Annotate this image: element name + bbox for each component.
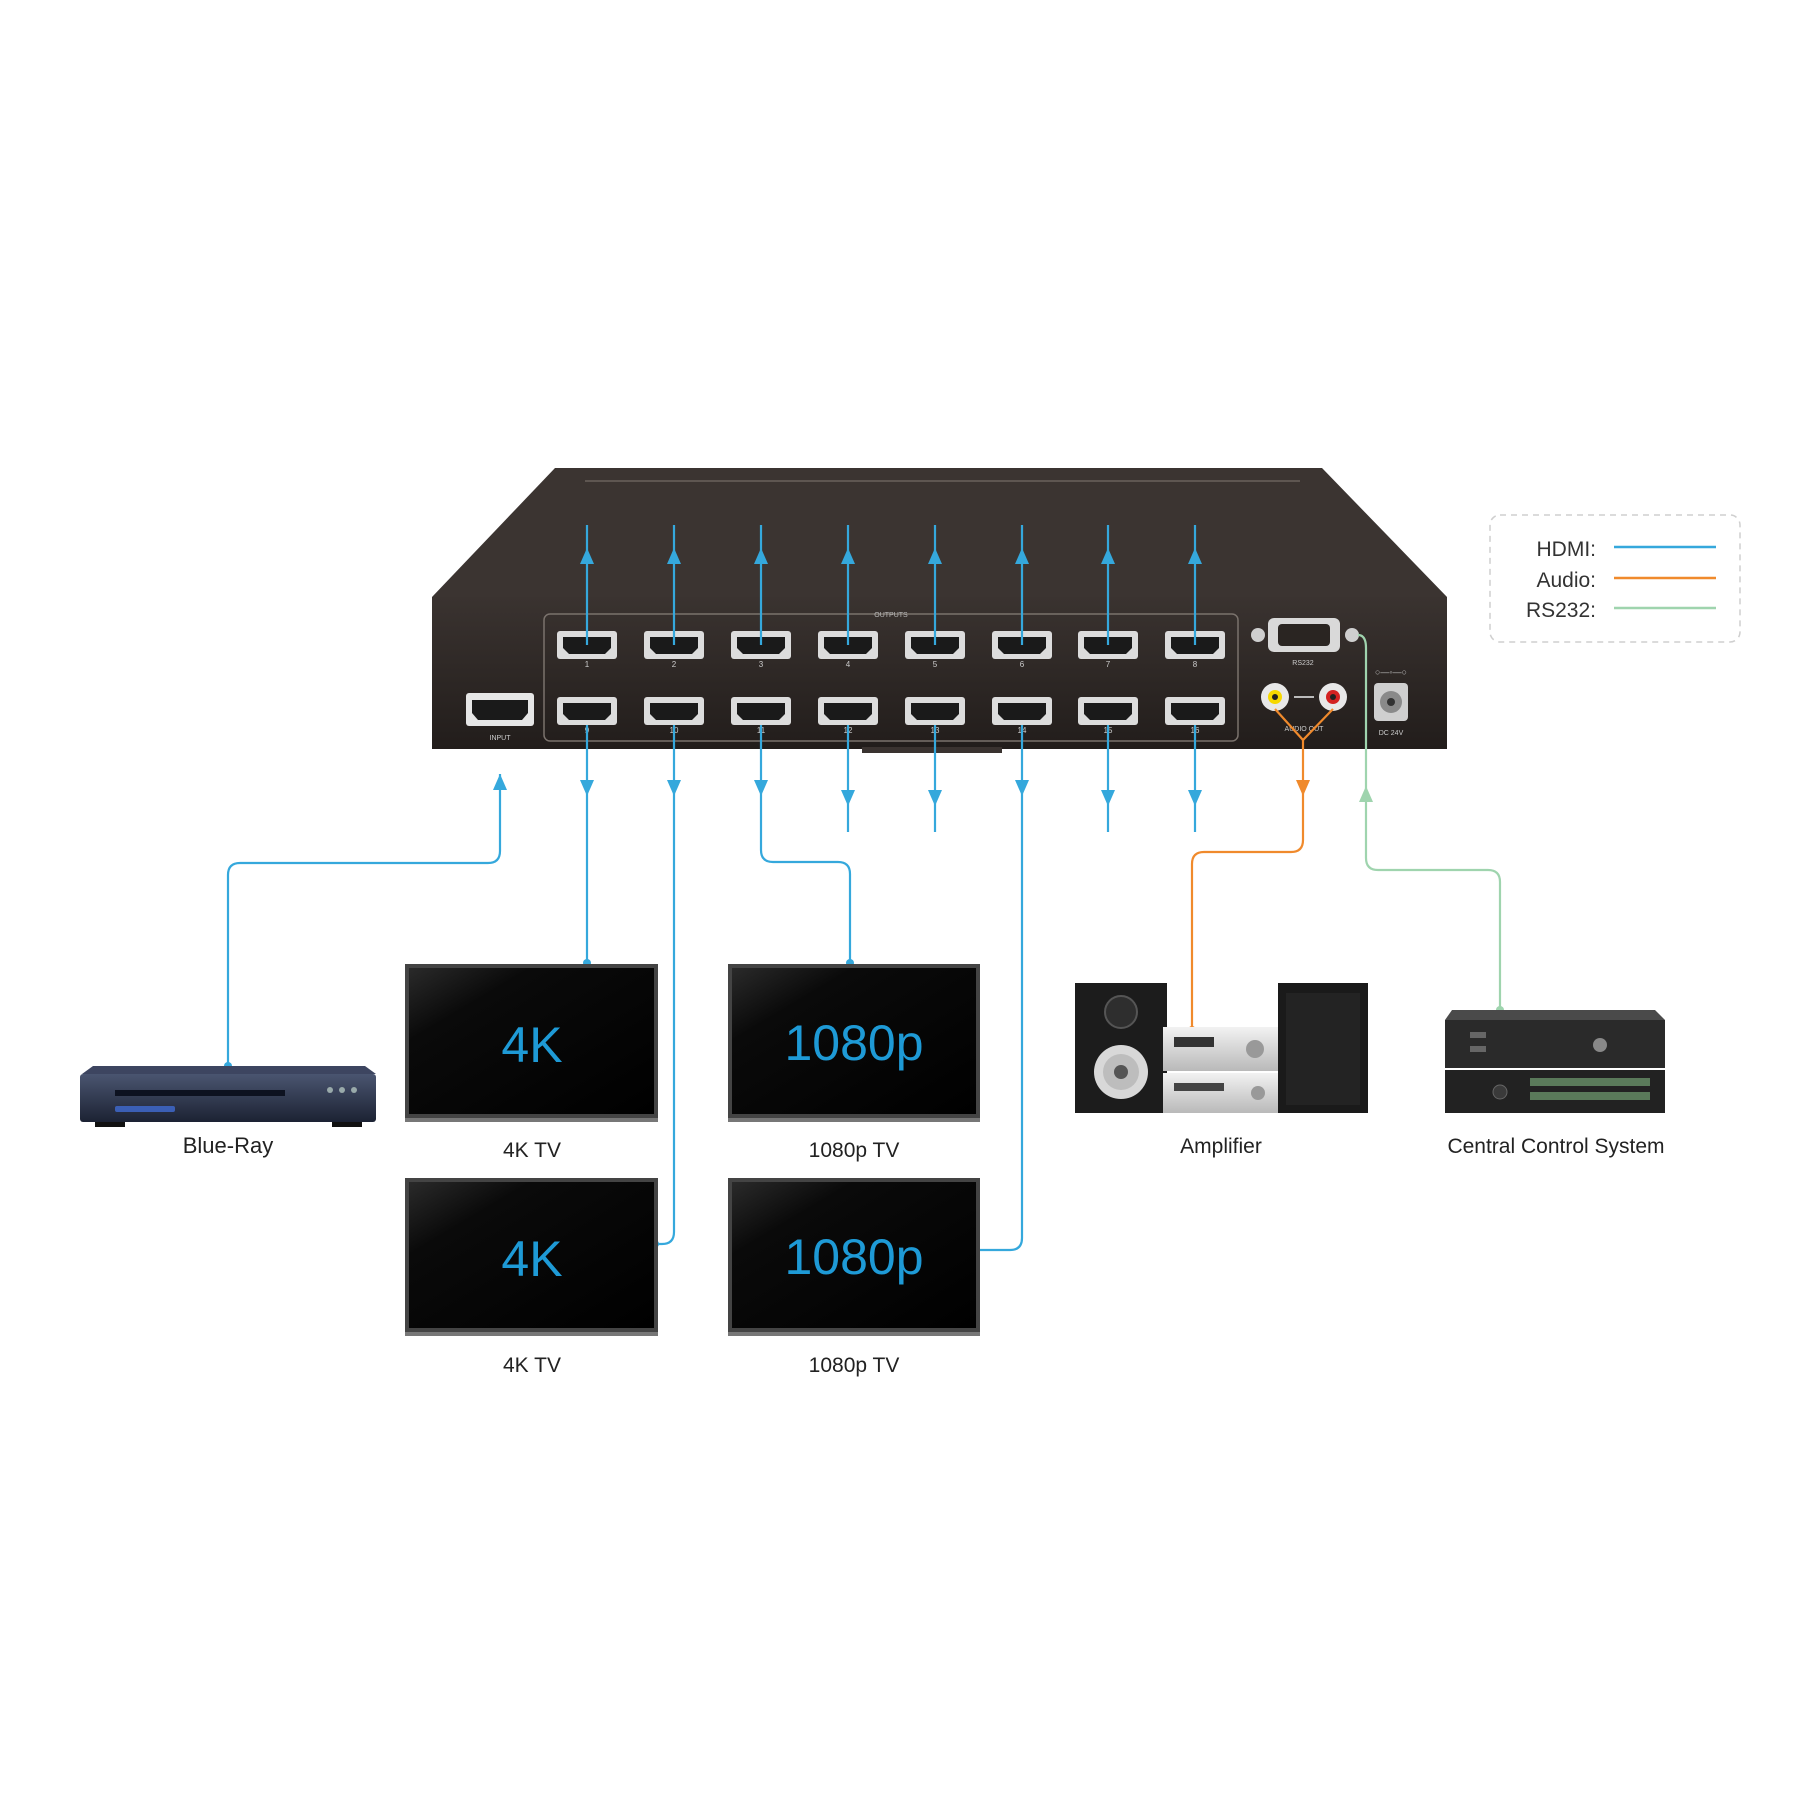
rs232-arrow xyxy=(1359,786,1373,802)
tv-1080p-bottom-label: 1080p TV xyxy=(809,1354,900,1377)
hdmi-arrow-bottom-12 xyxy=(841,790,855,806)
outputs-panel-frame xyxy=(543,613,1239,742)
control-system-label: Central Control System xyxy=(1447,1135,1664,1158)
output-port-number: 2 xyxy=(672,660,677,669)
hdmi-arrow-to-4k-bottom xyxy=(667,780,681,796)
tv-4k-top: 4K 4K TV xyxy=(405,964,658,1162)
hdmi-cable-to-1080p-bottom xyxy=(968,725,1024,1252)
output-port-15: 15 xyxy=(1078,697,1138,735)
rs232-cable-to-control xyxy=(1357,633,1502,1010)
output-port-6: 6 xyxy=(992,631,1052,669)
hdmi-arrow-bottom-16 xyxy=(1188,790,1202,806)
legend: HDMI: Audio: RS232: xyxy=(1489,514,1741,643)
output-port-12: 12 xyxy=(818,697,878,735)
outputs-panel-label: OUTPUTS xyxy=(874,612,908,619)
legend-label-audio: Audio: xyxy=(1536,569,1596,592)
hdmi-arrow-bottom-13 xyxy=(928,790,942,806)
hdmi-arrow-to-4k-top xyxy=(580,780,594,796)
tv-4k-bottom-label: 4K TV xyxy=(503,1354,561,1377)
splitter-bottom-edge xyxy=(862,747,1002,753)
tv-1080p-top: 1080p 1080p TV xyxy=(728,964,980,1162)
input-port-label: INPUT xyxy=(490,735,512,742)
tv-4k-bottom: 4K 4K TV xyxy=(405,1178,658,1377)
output-port-number: 1 xyxy=(585,660,590,669)
hdmi-cable-from-bluray xyxy=(226,774,502,1066)
amplifier: Amplifier xyxy=(1075,983,1368,1158)
amplifier-label: Amplifier xyxy=(1180,1135,1262,1158)
input-port: INPUT xyxy=(466,693,534,742)
dc-power-label: DC 24V xyxy=(1379,730,1404,737)
output-port-8: 8 xyxy=(1165,631,1225,669)
tv-4k-bottom-screen-text: 4K xyxy=(501,1231,562,1287)
hdmi-arrow-top-1 xyxy=(580,548,594,564)
hdmi-arrow-top-7 xyxy=(1101,548,1115,564)
tv-1080p-bottom: 1080p 1080p TV xyxy=(728,1178,980,1377)
tv-4k-top-screen-text: 4K xyxy=(501,1017,562,1073)
output-port-number: 7 xyxy=(1106,660,1111,669)
output-port-14: 14 xyxy=(992,697,1052,735)
hdmi-arrow-to-1080p-bottom xyxy=(1015,780,1029,796)
output-port-number: 6 xyxy=(1020,660,1025,669)
hdmi-arrow-top-8 xyxy=(1188,548,1202,564)
tv-4k-top-label: 4K TV xyxy=(503,1139,561,1162)
output-port-9: 9 xyxy=(557,697,617,735)
hdmi-splitter: OUTPUTS INPUT RS232 AUDIO OUT xyxy=(432,468,1447,753)
legend-label-hdmi: HDMI: xyxy=(1537,538,1597,561)
output-port-3: 3 xyxy=(731,631,791,669)
bluray-player: Blue-Ray xyxy=(80,1066,376,1158)
tv-1080p-top-screen-text: 1080p xyxy=(784,1015,923,1071)
splitter-top-surface xyxy=(432,468,1447,597)
tv-1080p-bottom-screen-text: 1080p xyxy=(784,1229,923,1285)
legend-box xyxy=(1489,514,1741,643)
tv-1080p-top-label: 1080p TV xyxy=(809,1139,900,1162)
rs232-port: RS232 xyxy=(1251,618,1359,667)
legend-label-rs232: RS232: xyxy=(1526,599,1596,622)
central-control-system: Central Control System xyxy=(1445,1010,1665,1158)
audio-cable-to-amplifier xyxy=(1190,740,1305,1030)
hdmi-arrow-bottom-15 xyxy=(1101,790,1115,806)
output-port-number: 8 xyxy=(1193,660,1198,669)
dc-power-port: ○—◦—○ DC 24V xyxy=(1374,667,1408,737)
audio-out-label: AUDIO OUT xyxy=(1285,726,1325,733)
cables xyxy=(224,525,1504,1254)
hdmi-arrow-top-3 xyxy=(754,548,768,564)
audio-out-ports: AUDIO OUT xyxy=(1261,683,1347,733)
rs232-port-label: RS232 xyxy=(1292,660,1314,667)
hdmi-arrow-top-6 xyxy=(1015,548,1029,564)
audio-arrow xyxy=(1296,780,1310,796)
hdmi-arrow-input xyxy=(493,774,507,790)
hdmi-cable-to-1080p-top xyxy=(759,725,852,963)
svg-text:○—◦—○: ○—◦—○ xyxy=(1375,667,1407,677)
hdmi-cable-to-4k-bottom xyxy=(657,725,676,1246)
hdmi-arrow-top-5 xyxy=(928,548,942,564)
hdmi-arrow-top-4 xyxy=(841,548,855,564)
hdmi-arrow-to-1080p-top xyxy=(754,780,768,796)
bluray-label: Blue-Ray xyxy=(183,1133,273,1158)
hdmi-arrow-top-2 xyxy=(667,548,681,564)
output-port-number: 3 xyxy=(759,660,764,669)
output-port-number: 5 xyxy=(933,660,938,669)
output-port-number: 4 xyxy=(846,660,851,669)
